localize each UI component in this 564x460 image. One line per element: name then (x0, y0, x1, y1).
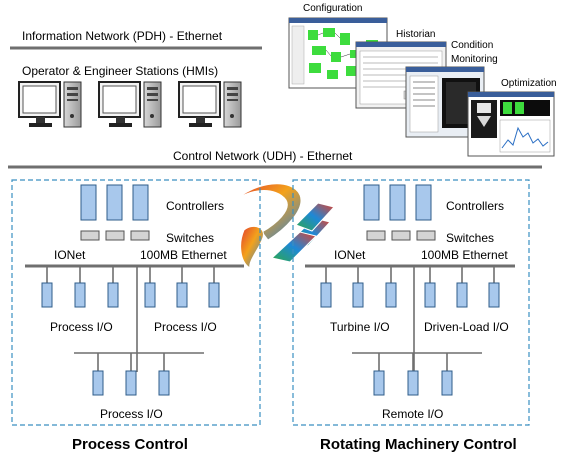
hmi-station-2 (98, 81, 162, 128)
io-module-icon (144, 282, 156, 308)
io-module-icon (488, 282, 500, 308)
monitoring-label: Monitoring (451, 54, 498, 65)
network-switch-icon (391, 230, 411, 241)
io-module-icon (352, 282, 364, 308)
remote-io (373, 353, 453, 396)
rotating-ionet-label: IONet (334, 248, 366, 262)
io-module-icon (389, 184, 406, 221)
process-control-panel (11, 179, 261, 426)
optimization-screen (467, 91, 555, 157)
process-io-right-label: Process I/O (154, 320, 217, 334)
process-controllers (80, 184, 149, 221)
rotating-switches-label: Switches (446, 231, 494, 245)
process-switches-label: Switches (166, 231, 214, 245)
process-io-left (41, 266, 119, 308)
rotating-switches (366, 230, 436, 241)
rotating-machinery-title: Rotating Machinery Control (320, 436, 517, 453)
turbine-io (320, 266, 397, 308)
hmi-station-3 (178, 81, 242, 128)
network-switch-icon (416, 230, 436, 241)
io-module-icon (373, 370, 385, 396)
io-module-icon (74, 282, 86, 308)
io-module-icon (106, 184, 123, 221)
network-switch-icon (105, 230, 125, 241)
hmi-station-1 (18, 81, 82, 128)
integration-ribbon-logo (231, 183, 335, 270)
io-module-icon (385, 282, 397, 308)
io-module-icon (125, 370, 137, 396)
rotating-controllers-label: Controllers (446, 199, 504, 213)
network-switch-icon (366, 230, 386, 241)
network-switch-icon (130, 230, 150, 241)
io-module-icon (132, 184, 149, 221)
io-module-icon (107, 282, 119, 308)
process-io-bottom-label: Process I/O (100, 407, 163, 421)
control-network-label: Control Network (UDH) - Ethernet (173, 149, 353, 163)
rotating-controllers (363, 184, 432, 221)
io-module-icon (80, 184, 97, 221)
io-module-icon (415, 184, 432, 221)
io-module-icon (441, 370, 453, 396)
io-module-icon (456, 282, 468, 308)
rotating-ethernet-label: 100MB Ethernet (421, 248, 508, 262)
process-switches (80, 230, 150, 241)
turbine-io-label: Turbine I/O (330, 320, 390, 334)
process-controllers-label: Controllers (166, 199, 224, 213)
configuration-label: Configuration (303, 3, 362, 14)
io-module-icon (176, 282, 188, 308)
process-control-title: Process Control (72, 436, 188, 453)
io-module-icon (158, 370, 170, 396)
io-module-icon (407, 370, 419, 396)
process-ionet-label: IONet (54, 248, 86, 262)
process-ethernet-label: 100MB Ethernet (140, 248, 227, 262)
io-module-icon (92, 370, 104, 396)
io-module-icon (208, 282, 220, 308)
driven-load-io-label: Driven-Load I/O (424, 320, 509, 334)
remote-io-label: Remote I/O (382, 407, 443, 421)
hmi-label: Operator & Engineer Stations (HMIs) (22, 64, 218, 78)
process-io-bottom (92, 353, 170, 396)
process-io-right (144, 266, 220, 308)
historian-label: Historian (396, 29, 435, 40)
io-module-icon (424, 282, 436, 308)
io-module-icon (41, 282, 53, 308)
driven-load-io (424, 266, 500, 308)
network-switch-icon (80, 230, 100, 241)
condition-label: Condition (451, 40, 493, 51)
info-network-label: Information Network (PDH) - Ethernet (22, 29, 223, 43)
io-module-icon (363, 184, 380, 221)
optimization-label: Optimization (501, 78, 557, 89)
process-io-left-label: Process I/O (50, 320, 113, 334)
io-module-icon (320, 282, 332, 308)
